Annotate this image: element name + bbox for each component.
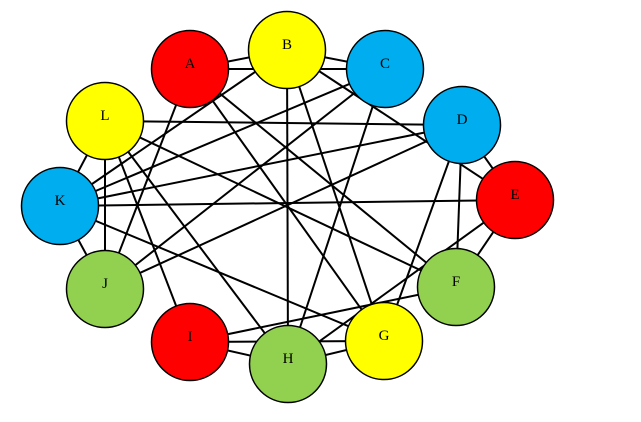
edge-D-K (59, 124, 463, 207)
node-H[interactable] (248, 324, 328, 404)
node-J[interactable] (65, 249, 145, 329)
node-label-E: E (510, 187, 519, 203)
node-L[interactable] (65, 81, 145, 161)
node-C[interactable] (345, 29, 425, 109)
edge-F-I (189, 286, 457, 343)
edge-E-K (59, 199, 516, 207)
edge-C-J (104, 68, 386, 290)
node-I[interactable] (150, 302, 230, 382)
edge-G-K (59, 205, 385, 342)
node-label-D: D (457, 112, 468, 128)
edge-A-F (189, 68, 457, 288)
node-E[interactable] (475, 160, 555, 240)
edge-I-L (104, 120, 191, 343)
edge-D-J (104, 124, 463, 290)
edge-F-L (104, 120, 457, 288)
node-label-C: C (380, 56, 390, 72)
edge-H-L (104, 120, 289, 365)
node-A[interactable] (150, 29, 230, 109)
node-K[interactable] (20, 166, 100, 246)
nodes-layer: A B C D E F G H I J K L (20, 10, 555, 404)
node-label-K: K (55, 193, 66, 209)
node-G[interactable] (344, 301, 424, 381)
node-label-B: B (282, 37, 292, 53)
node-label-F: F (452, 274, 460, 290)
node-B[interactable] (247, 10, 327, 90)
edge-B-G (286, 49, 385, 342)
node-label-I: I (188, 329, 193, 345)
node-label-A: A (185, 56, 196, 72)
edge-D-L (104, 120, 463, 126)
node-label-G: G (379, 328, 390, 344)
edge-B-K (59, 49, 288, 207)
node-label-L: L (100, 108, 109, 124)
edge-C-H (287, 68, 386, 365)
edge-C-K (59, 68, 386, 207)
edge-E-H (287, 199, 516, 365)
node-D[interactable] (422, 85, 502, 165)
node-label-H: H (283, 351, 294, 367)
node-F[interactable] (416, 247, 496, 327)
node-label-J: J (102, 276, 108, 292)
